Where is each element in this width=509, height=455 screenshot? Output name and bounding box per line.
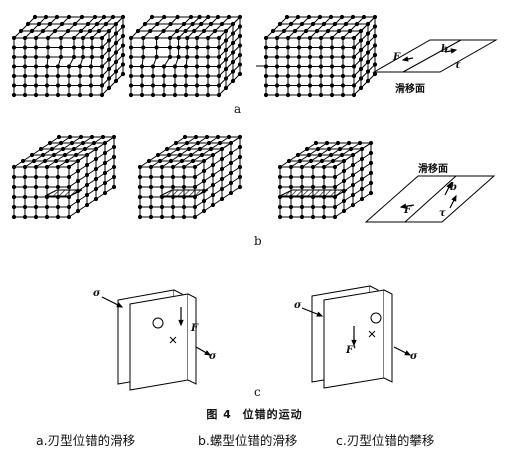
force-label-a: F bbox=[393, 52, 401, 63]
burgers-arrow-b bbox=[444, 181, 452, 196]
figure-number: 图 4 bbox=[206, 408, 232, 421]
row-a-label: a bbox=[234, 102, 242, 116]
burgers-label-a: b bbox=[441, 44, 448, 55]
crystal-b1 bbox=[11, 134, 117, 220]
half-plane-c1-front bbox=[129, 293, 197, 391]
sigma-label-c2-top: σ bbox=[294, 300, 302, 311]
row-c-edge-climb bbox=[101, 285, 412, 391]
slip-patch-b3 bbox=[279, 189, 348, 197]
vacancy-c1 bbox=[152, 317, 164, 329]
slip-plane-a bbox=[372, 39, 498, 73]
legend-item-c: c.刃型位错的攀移 bbox=[336, 433, 435, 448]
slip-patch-b1 bbox=[44, 189, 83, 197]
legend-item-b: b.螺型位错的滑移 bbox=[198, 433, 298, 448]
figure-caption: 图 4 位错的运动 bbox=[0, 406, 509, 422]
sigma-label-c1-top: σ bbox=[93, 288, 101, 299]
tau-arrow-b bbox=[449, 194, 457, 209]
crystal-a3 bbox=[263, 14, 378, 98]
sigma-arrow-c2-top bbox=[301, 307, 324, 317]
row-b-label: b bbox=[254, 234, 262, 248]
figure-title: 位错的运动 bbox=[242, 408, 303, 421]
sigma-label-c1-bottom: σ bbox=[209, 351, 217, 362]
slip-plane-b bbox=[364, 175, 496, 223]
slip-patch-b2 bbox=[159, 189, 209, 197]
sigma-arrow-c1-bottom bbox=[195, 346, 212, 356]
sigma-arrow-c1-top bbox=[101, 296, 124, 308]
row-c-label: c bbox=[254, 385, 261, 399]
force-label-c2: F' bbox=[346, 345, 357, 356]
sigma-label-c2-bottom: σ bbox=[410, 351, 418, 362]
crystal-a1 bbox=[11, 14, 126, 98]
vacancy-c2 bbox=[370, 312, 382, 324]
tau-label-b: τ bbox=[439, 208, 446, 219]
crystal-b3 bbox=[277, 140, 374, 220]
crystal-b2 bbox=[137, 134, 243, 220]
burgers-arrow-a bbox=[444, 48, 458, 54]
sigma-arrow-c2-bottom bbox=[393, 346, 412, 356]
row-a-edge-slip bbox=[11, 14, 498, 98]
force-label-c1: F bbox=[191, 323, 199, 334]
climb-arrow-c1 bbox=[178, 307, 184, 327]
legend-item-a: a.刃型位错的滑移 bbox=[36, 433, 136, 448]
burgers-label-b: b bbox=[450, 182, 457, 193]
force-arrow-a bbox=[401, 56, 414, 62]
climb-arrow-c2 bbox=[351, 326, 357, 347]
crystal-a2 bbox=[128, 14, 243, 98]
row-b-screw-slip bbox=[11, 134, 496, 223]
tau-label-a: τ bbox=[454, 60, 461, 71]
half-plane-c2-front bbox=[323, 289, 393, 389]
force-label-b: F bbox=[404, 205, 412, 216]
slip-plane-label-b: 滑移面 bbox=[418, 164, 448, 175]
slip-plane-label-a: 滑移面 bbox=[395, 84, 425, 95]
force-arrow-b bbox=[399, 203, 415, 209]
